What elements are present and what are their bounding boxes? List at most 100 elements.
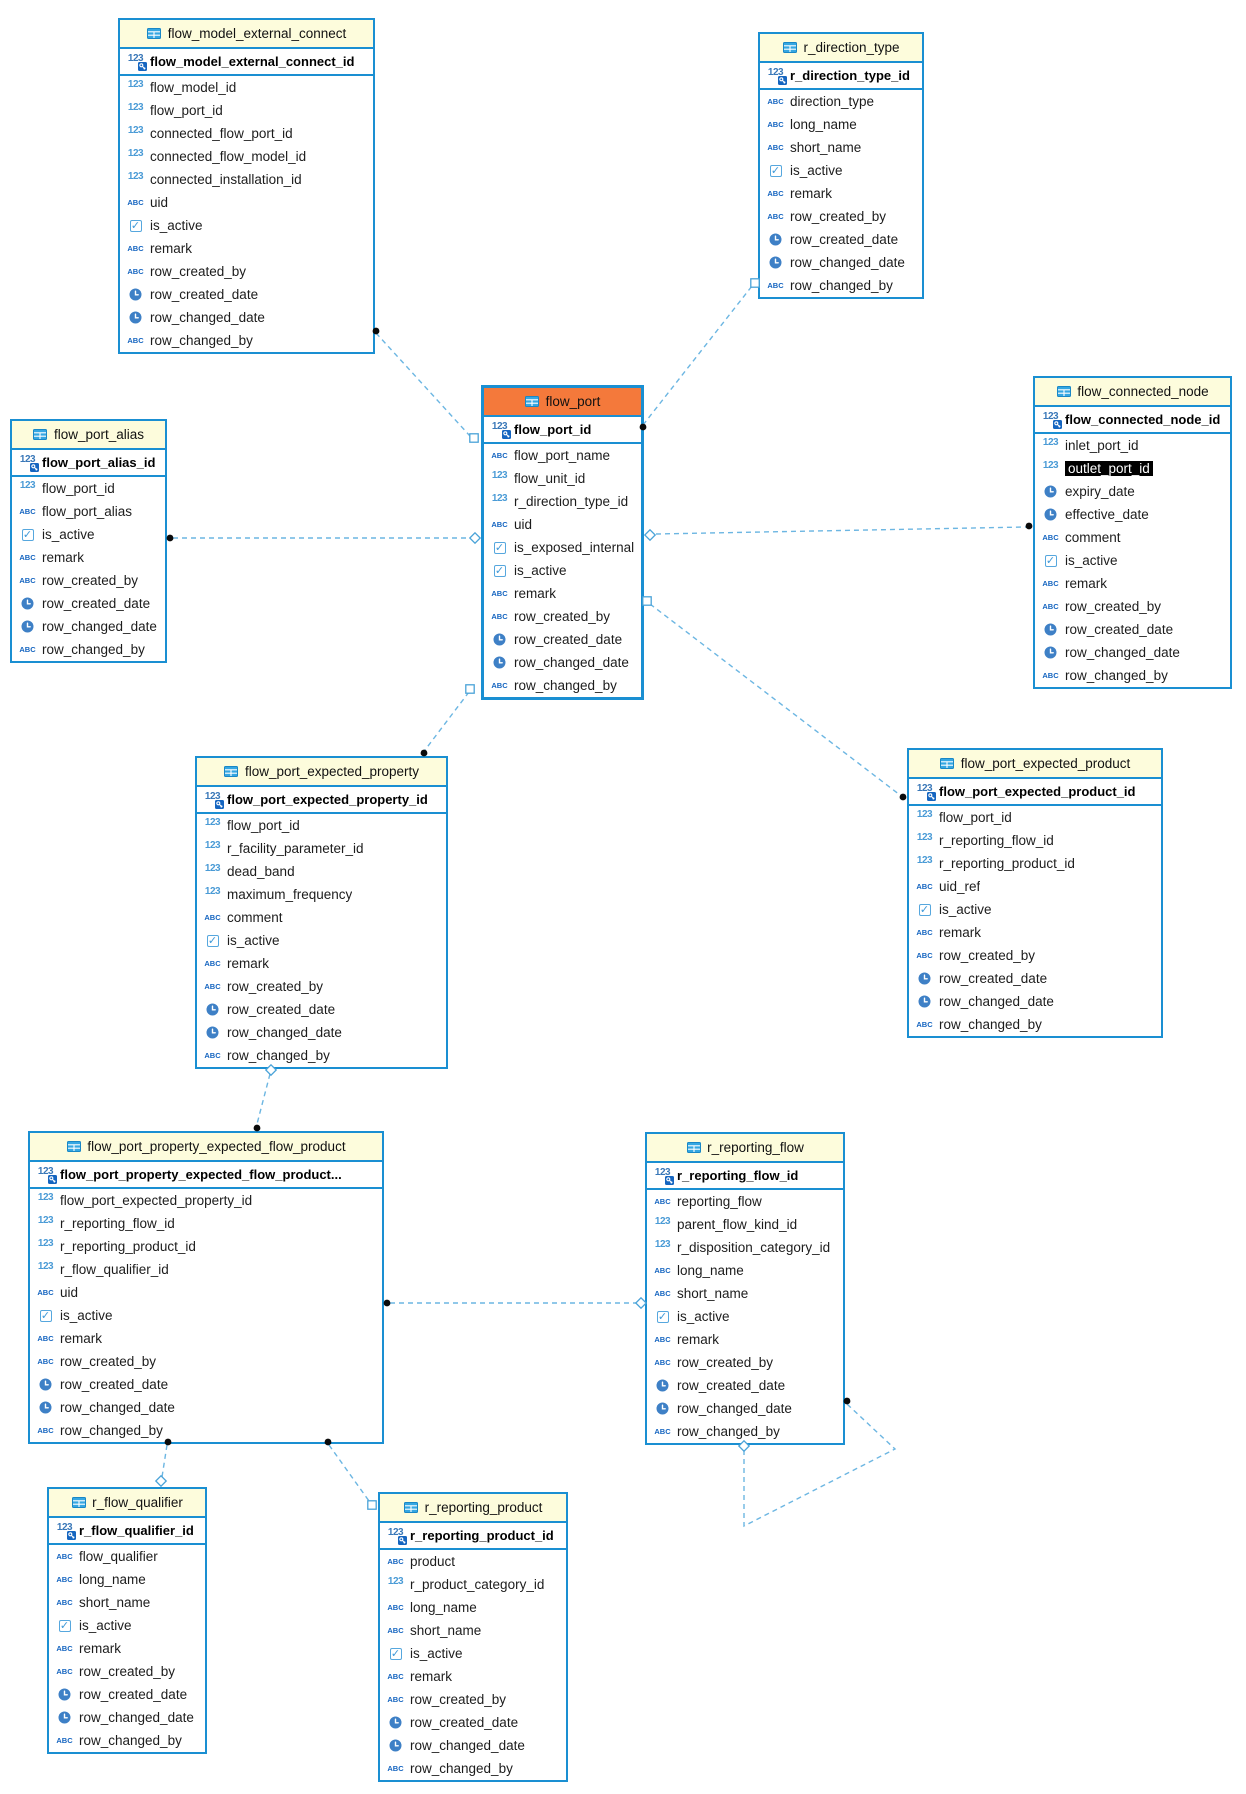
entity-header-r_reporting_product[interactable]: r_reporting_product [380, 1494, 566, 1523]
column-row-is_active[interactable]: ✓is_active [12, 523, 165, 546]
column-row-is_active[interactable]: ✓is_active [197, 929, 446, 952]
entity-header-r_flow_qualifier[interactable]: r_flow_qualifier [49, 1489, 205, 1518]
column-row-row_created_date[interactable]: row_created_date [120, 283, 373, 306]
column-row-effective_date[interactable]: effective_date [1035, 503, 1230, 526]
column-row-row_created_date[interactable]: row_created_date [12, 592, 165, 615]
column-row-row_created_date[interactable]: row_created_date [197, 998, 446, 1021]
column-row-expiry_date[interactable]: expiry_date [1035, 480, 1230, 503]
column-row-is_active[interactable]: ✓is_active [1035, 549, 1230, 572]
entity-header-flow_port_expected_product[interactable]: flow_port_expected_product [909, 750, 1161, 779]
column-row-row_created_date[interactable]: row_created_date [380, 1711, 566, 1734]
column-row-is_active[interactable]: ✓is_active [647, 1305, 843, 1328]
column-row-is_active[interactable]: ✓is_active [49, 1614, 205, 1637]
column-row-row_created_date[interactable]: row_created_date [909, 967, 1161, 990]
relationship-flow_port-flow_port_expected_product[interactable] [642, 596, 907, 801]
entity-header-flow_connected_node[interactable]: flow_connected_node [1035, 378, 1230, 407]
column-row-row_changed_date[interactable]: row_changed_date [12, 615, 165, 638]
entity-header-flow_port_alias[interactable]: flow_port_alias [12, 421, 165, 450]
relationship-flow_port_expected_property-flow_port_property_expected_flow_product[interactable] [253, 1063, 278, 1132]
column-row-row_changed_date[interactable]: row_changed_date [909, 990, 1161, 1013]
column-row-row_changed_date[interactable]: row_changed_date [120, 306, 373, 329]
relationship-flow_port_property_expected_flow_product-r_reporting_product[interactable] [324, 1438, 377, 1510]
column-row-row_created_date[interactable]: row_created_date [760, 228, 922, 251]
column-row-row_changed_date[interactable]: row_changed_date [647, 1397, 843, 1420]
column-row-row_changed_date[interactable]: row_changed_date [49, 1706, 205, 1729]
column-row-is_active[interactable]: ✓is_active [909, 898, 1161, 921]
column-row-row_created_date[interactable]: row_created_date [30, 1373, 382, 1396]
entity-header-flow_port_expected_property[interactable]: flow_port_expected_property [197, 758, 446, 787]
column-row-is_active[interactable]: ✓is_active [30, 1304, 382, 1327]
relationship-flow_model_external_connect-flow_port[interactable] [372, 327, 479, 443]
entity-header-flow_port[interactable]: flow_port [484, 388, 641, 417]
column-row-is_active[interactable]: ✓is_active [380, 1642, 566, 1665]
column-row-is_active[interactable]: ✓is_active [120, 214, 373, 237]
